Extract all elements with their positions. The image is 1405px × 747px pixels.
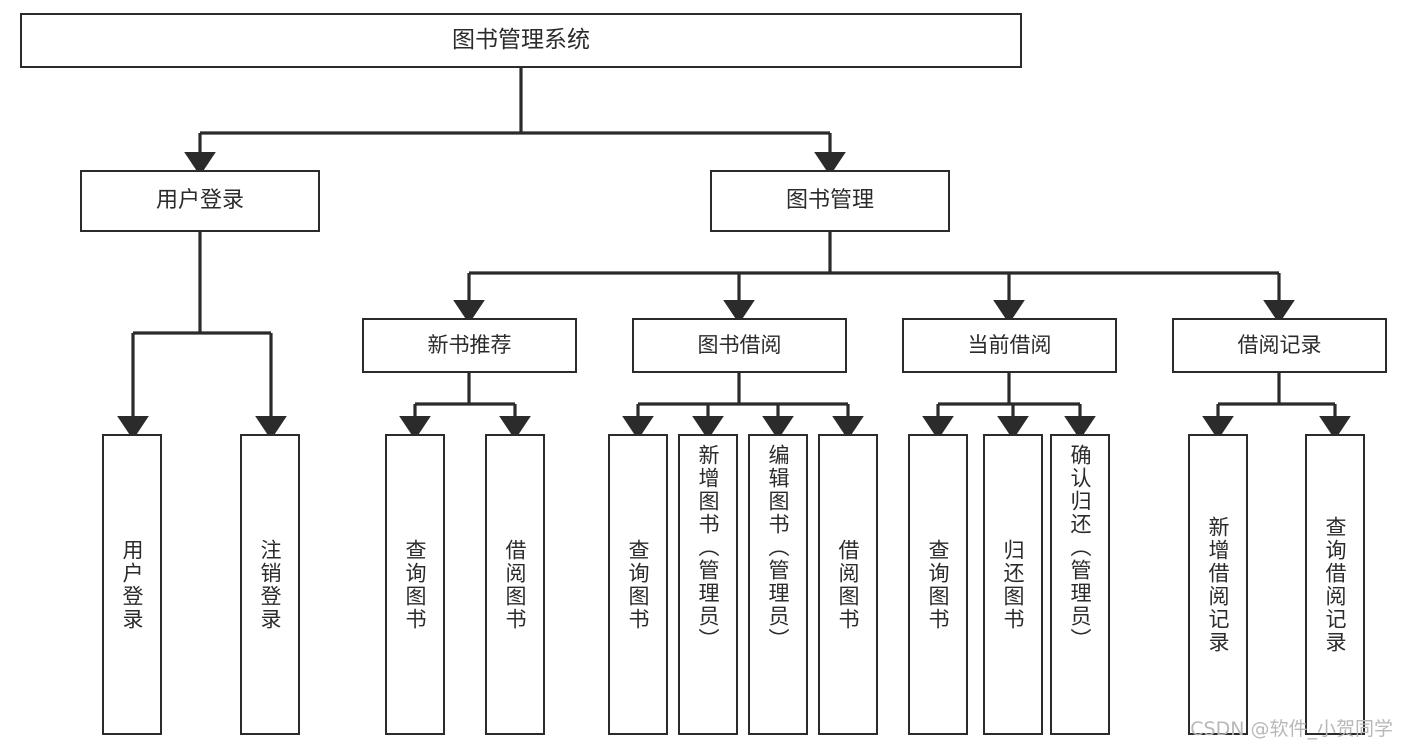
node-leaf-return-book-label: 归还图书 bbox=[1001, 538, 1026, 631]
node-leaf-add-book-label: 新增图书（管理员） bbox=[696, 444, 721, 651]
csdn-watermark: CSDN @软件_小贺同学 bbox=[1190, 718, 1393, 740]
node-leaf-confirm-return-label: 确认归还（管理员） bbox=[1068, 444, 1093, 651]
node-leaf-edit-book[interactable]: 编辑图书（管理员） bbox=[748, 434, 808, 735]
node-leaf-edit-book-label: 编辑图书（管理员） bbox=[766, 444, 791, 651]
node-current-borrow[interactable]: 当前借阅 bbox=[902, 318, 1117, 373]
node-leaf-query-book-1[interactable]: 查询图书 bbox=[385, 434, 445, 735]
node-leaf-logout-label: 注销登录 bbox=[258, 538, 283, 631]
node-leaf-borrow-book-2-label: 借阅图书 bbox=[836, 538, 861, 631]
node-borrow-record-label: 借阅记录 bbox=[1237, 332, 1322, 357]
node-leaf-borrow-book-1[interactable]: 借阅图书 bbox=[485, 434, 545, 735]
node-new-book-rec[interactable]: 新书推荐 bbox=[362, 318, 577, 373]
node-book-borrow[interactable]: 图书借阅 bbox=[632, 318, 847, 373]
node-user-login[interactable]: 用户登录 bbox=[80, 170, 320, 232]
node-leaf-logout[interactable]: 注销登录 bbox=[240, 434, 300, 735]
node-leaf-query-book-3[interactable]: 查询图书 bbox=[908, 434, 968, 735]
node-root[interactable]: 图书管理系统 bbox=[20, 13, 1022, 68]
node-new-book-rec-label: 新书推荐 bbox=[427, 332, 512, 357]
node-leaf-borrow-book-1-label: 借阅图书 bbox=[503, 538, 528, 631]
node-leaf-query-book-3-label: 查询图书 bbox=[926, 538, 951, 631]
node-leaf-user-login-label: 用户登录 bbox=[120, 538, 145, 631]
node-leaf-confirm-return[interactable]: 确认归还（管理员） bbox=[1050, 434, 1110, 735]
node-leaf-query-book-2[interactable]: 查询图书 bbox=[608, 434, 668, 735]
node-leaf-query-book-1-label: 查询图书 bbox=[403, 538, 428, 631]
node-borrow-record[interactable]: 借阅记录 bbox=[1172, 318, 1387, 373]
node-user-login-label: 用户登录 bbox=[155, 187, 244, 213]
node-leaf-query-record[interactable]: 查询借阅记录 bbox=[1305, 434, 1365, 735]
node-leaf-add-book[interactable]: 新增图书（管理员） bbox=[678, 434, 738, 735]
node-leaf-add-record-label: 新增借阅记录 bbox=[1206, 515, 1231, 654]
node-leaf-borrow-book-2[interactable]: 借阅图书 bbox=[818, 434, 878, 735]
node-leaf-query-record-label: 查询借阅记录 bbox=[1323, 515, 1348, 654]
node-root-label: 图书管理系统 bbox=[452, 27, 590, 54]
node-leaf-query-book-2-label: 查询图书 bbox=[626, 538, 651, 631]
node-book-borrow-label: 图书借阅 bbox=[697, 332, 782, 357]
node-current-borrow-label: 当前借阅 bbox=[967, 332, 1052, 357]
node-leaf-user-login[interactable]: 用户登录 bbox=[102, 434, 162, 735]
node-book-manage-label: 图书管理 bbox=[785, 187, 874, 213]
node-leaf-add-record[interactable]: 新增借阅记录 bbox=[1188, 434, 1248, 735]
node-leaf-return-book[interactable]: 归还图书 bbox=[983, 434, 1043, 735]
node-book-manage[interactable]: 图书管理 bbox=[710, 170, 950, 232]
